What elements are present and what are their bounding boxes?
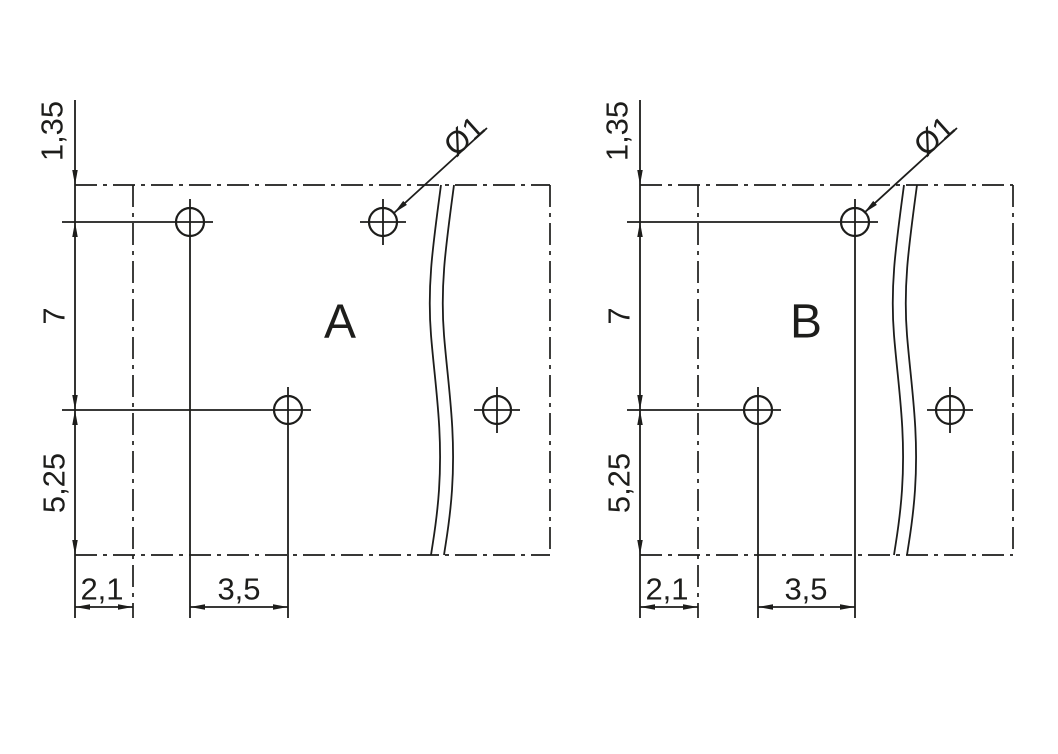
- drill-hole: [174, 206, 206, 238]
- dimension-label-pad-bottom-offset: 5,25: [602, 453, 637, 513]
- dimension-label-col-pitch: 3,5: [784, 572, 827, 607]
- diameter-leader-line: [863, 127, 958, 214]
- panel-label: A: [324, 296, 356, 349]
- dimension-label-pad-bottom-offset: 5,25: [37, 453, 72, 513]
- diameter-label: Ø1: [907, 109, 961, 163]
- diameter-label: Ø1: [437, 109, 491, 163]
- dimension-label-col-pitch: 3,5: [217, 572, 260, 607]
- dimension-label-pad-top-offset: 1,35: [600, 101, 635, 161]
- diameter-leader-line: [393, 127, 488, 214]
- dimension-label-row-pitch: 7: [602, 307, 637, 324]
- dimension-label-pad-top-offset: 1,35: [35, 101, 70, 161]
- break-line: [441, 184, 455, 556]
- break-line: [891, 184, 905, 556]
- dimension-label-col-left-offset: 2,1: [80, 572, 123, 607]
- break-line: [428, 184, 442, 556]
- dimension-label-col-left-offset: 2,1: [645, 572, 688, 607]
- break-line: [904, 184, 918, 556]
- drill-hole: [272, 394, 304, 426]
- drill-hole: [839, 206, 871, 238]
- panel-b: Ø1 1,35 7 5,25 2,1 3,5 B: [600, 100, 1014, 618]
- dimension-label-row-pitch: 7: [37, 307, 72, 324]
- panel-label: B: [790, 296, 822, 349]
- panel-a: Ø1 1,35 7 5,25 2,1 3,5 A: [35, 100, 551, 618]
- drill-hole: [742, 394, 774, 426]
